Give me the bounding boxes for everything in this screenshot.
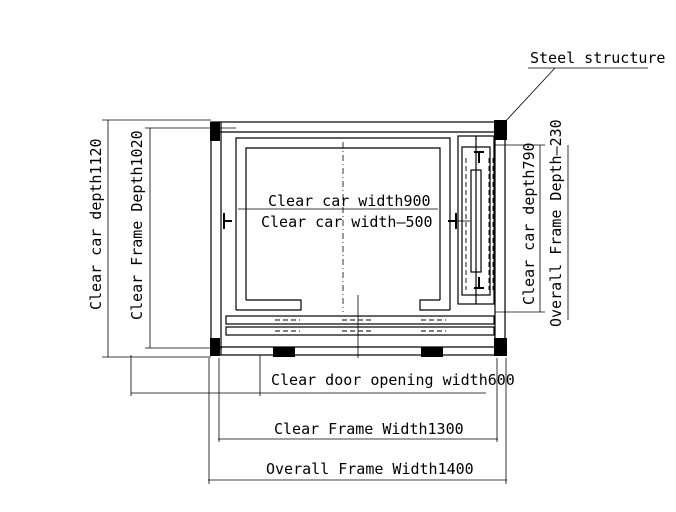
door-sill xyxy=(225,295,495,358)
guide-rails xyxy=(223,213,457,229)
steel-structure-leader xyxy=(502,67,648,125)
label-overall-frame-width: Overall Frame Width1400 xyxy=(266,460,474,478)
label-clear-frame-depth: Clear Frame Depth1020 xyxy=(128,130,146,320)
label-clear-car-depth-right: Clear car depth790 xyxy=(520,142,538,305)
dimension-lines xyxy=(102,119,569,484)
door-post-right xyxy=(421,347,443,357)
label-overall-frame-depth: Overall Frame Depth—230 xyxy=(547,119,565,327)
corner-post-bottom-left xyxy=(210,338,220,356)
label-clear-car-width: Clear car width900 xyxy=(268,192,431,210)
guide-rail-left xyxy=(223,213,232,229)
label-clear-car-depth: Clear car depth1120 xyxy=(87,138,105,310)
corner-post-top-left xyxy=(210,122,220,141)
label-clear-frame-width: Clear Frame Width1300 xyxy=(274,420,464,438)
label-steel-structure: Steel structure xyxy=(530,49,665,67)
counterweight xyxy=(455,135,495,305)
corner-post-bottom-right xyxy=(494,338,507,356)
steel-posts xyxy=(210,120,507,357)
label-clear-car-width-minus: Clear car width—500 xyxy=(261,213,433,231)
guide-rail-right xyxy=(448,213,457,229)
door-post-left xyxy=(273,347,295,357)
corner-post-top-right xyxy=(494,120,507,140)
elevator-car xyxy=(235,137,451,312)
annotation-labels: Steel structure Clear car width900 Clear… xyxy=(87,49,665,478)
label-clear-door-opening: Clear door opening width600 xyxy=(271,371,515,389)
